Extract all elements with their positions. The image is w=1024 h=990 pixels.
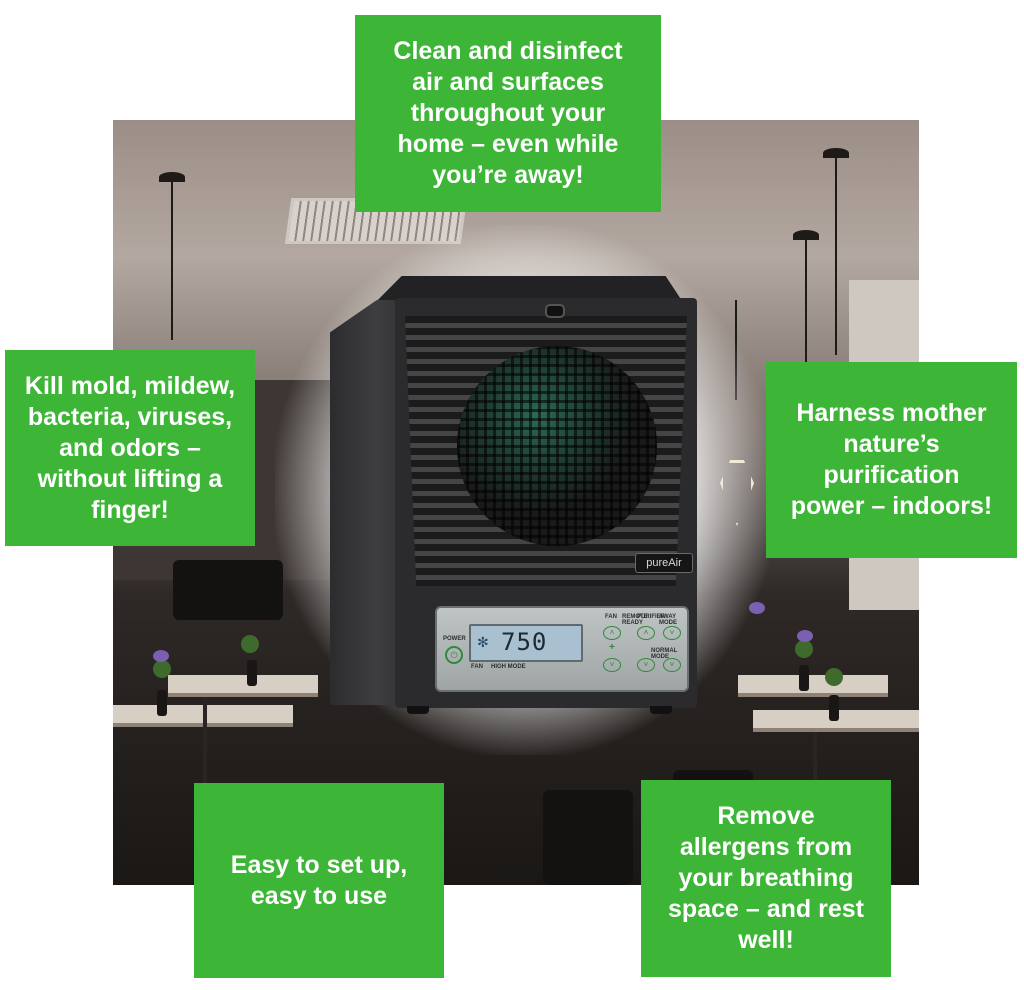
lcd-value: 750 xyxy=(501,628,548,656)
power-icon: ⏻ xyxy=(450,650,458,660)
callout-kill-mold: Kill mold, mildew, bacteria, viruses, an… xyxy=(5,350,255,546)
air-purifier-device: pureAir ⏻ POWER ✻ 750 FAN HIGH MODE FAN … xyxy=(395,298,697,714)
fan-icon: ✻ xyxy=(477,634,489,650)
lamp-shade xyxy=(159,172,185,182)
vase xyxy=(799,665,809,691)
chevron-up-icon: ˄ xyxy=(609,628,615,637)
callout-clean-disinfect: Clean and disinfect air and surfaces thr… xyxy=(355,15,661,212)
plant xyxy=(795,640,813,658)
purple-flower xyxy=(797,630,813,642)
table-leg xyxy=(203,697,207,807)
lcd-display: ✻ 750 xyxy=(469,624,583,662)
callout-easy-setup: Easy to set up, easy to use xyxy=(194,783,444,978)
vase xyxy=(247,660,257,686)
device-foot xyxy=(407,706,429,714)
remote-ready-label: REMOTE READY xyxy=(622,614,648,626)
control-panel: ⏻ POWER ✻ 750 FAN HIGH MODE FAN REMOTE R… xyxy=(435,606,689,692)
plant xyxy=(153,660,171,678)
purifier-down-button[interactable]: ˅ xyxy=(637,658,655,672)
fan-grill xyxy=(457,346,657,546)
chevron-down-icon: ˅ xyxy=(669,628,675,637)
purifier-label: PURIFIER xyxy=(637,614,666,620)
chevron-down-icon: ˅ xyxy=(609,660,615,669)
vase xyxy=(829,695,839,721)
lamp-shade xyxy=(793,230,819,240)
chevron-down-icon: ˅ xyxy=(643,660,649,669)
chair xyxy=(173,560,283,620)
table xyxy=(738,675,888,697)
normal-mode-button[interactable]: ˅ xyxy=(663,658,681,672)
lamp-cord xyxy=(171,180,173,340)
purifier-up-button[interactable]: ˄ xyxy=(637,626,655,640)
plant xyxy=(825,668,843,686)
purple-flower xyxy=(153,650,169,662)
callout-remove-allergens: Remove allergens from your breathing spa… xyxy=(641,780,891,977)
away-mode-button[interactable]: ˅ xyxy=(663,626,681,640)
power-button[interactable]: ⏻ xyxy=(445,646,463,664)
lcd-fan-label: FAN xyxy=(471,664,483,670)
plus-icon: + xyxy=(609,642,615,653)
lamp-cord xyxy=(805,235,807,385)
fan-up-button[interactable]: ˄ xyxy=(603,626,621,640)
front-grille xyxy=(405,316,687,586)
vase xyxy=(157,690,167,716)
callout-mother-nature: Harness mother nature’s purification pow… xyxy=(766,362,1017,558)
normal-mode-label: NORMAL MODE xyxy=(651,648,678,660)
lamp-cord xyxy=(835,155,837,355)
chair xyxy=(543,790,633,885)
power-label: POWER xyxy=(443,636,466,642)
brand-logo: pureAir xyxy=(635,553,693,573)
top-sensor-slot xyxy=(545,304,565,318)
lcd-mode-label: HIGH MODE xyxy=(491,664,526,670)
chevron-up-icon: ˄ xyxy=(643,628,649,637)
device-foot xyxy=(650,706,672,714)
lamp-shade xyxy=(823,148,849,158)
plant xyxy=(241,635,259,653)
away-mode-label: AWAY MODE xyxy=(659,614,677,626)
fan-down-button[interactable]: ˅ xyxy=(603,658,621,672)
table xyxy=(753,710,919,732)
chevron-down-icon: ˅ xyxy=(669,660,675,669)
fan-label: FAN xyxy=(605,614,617,620)
